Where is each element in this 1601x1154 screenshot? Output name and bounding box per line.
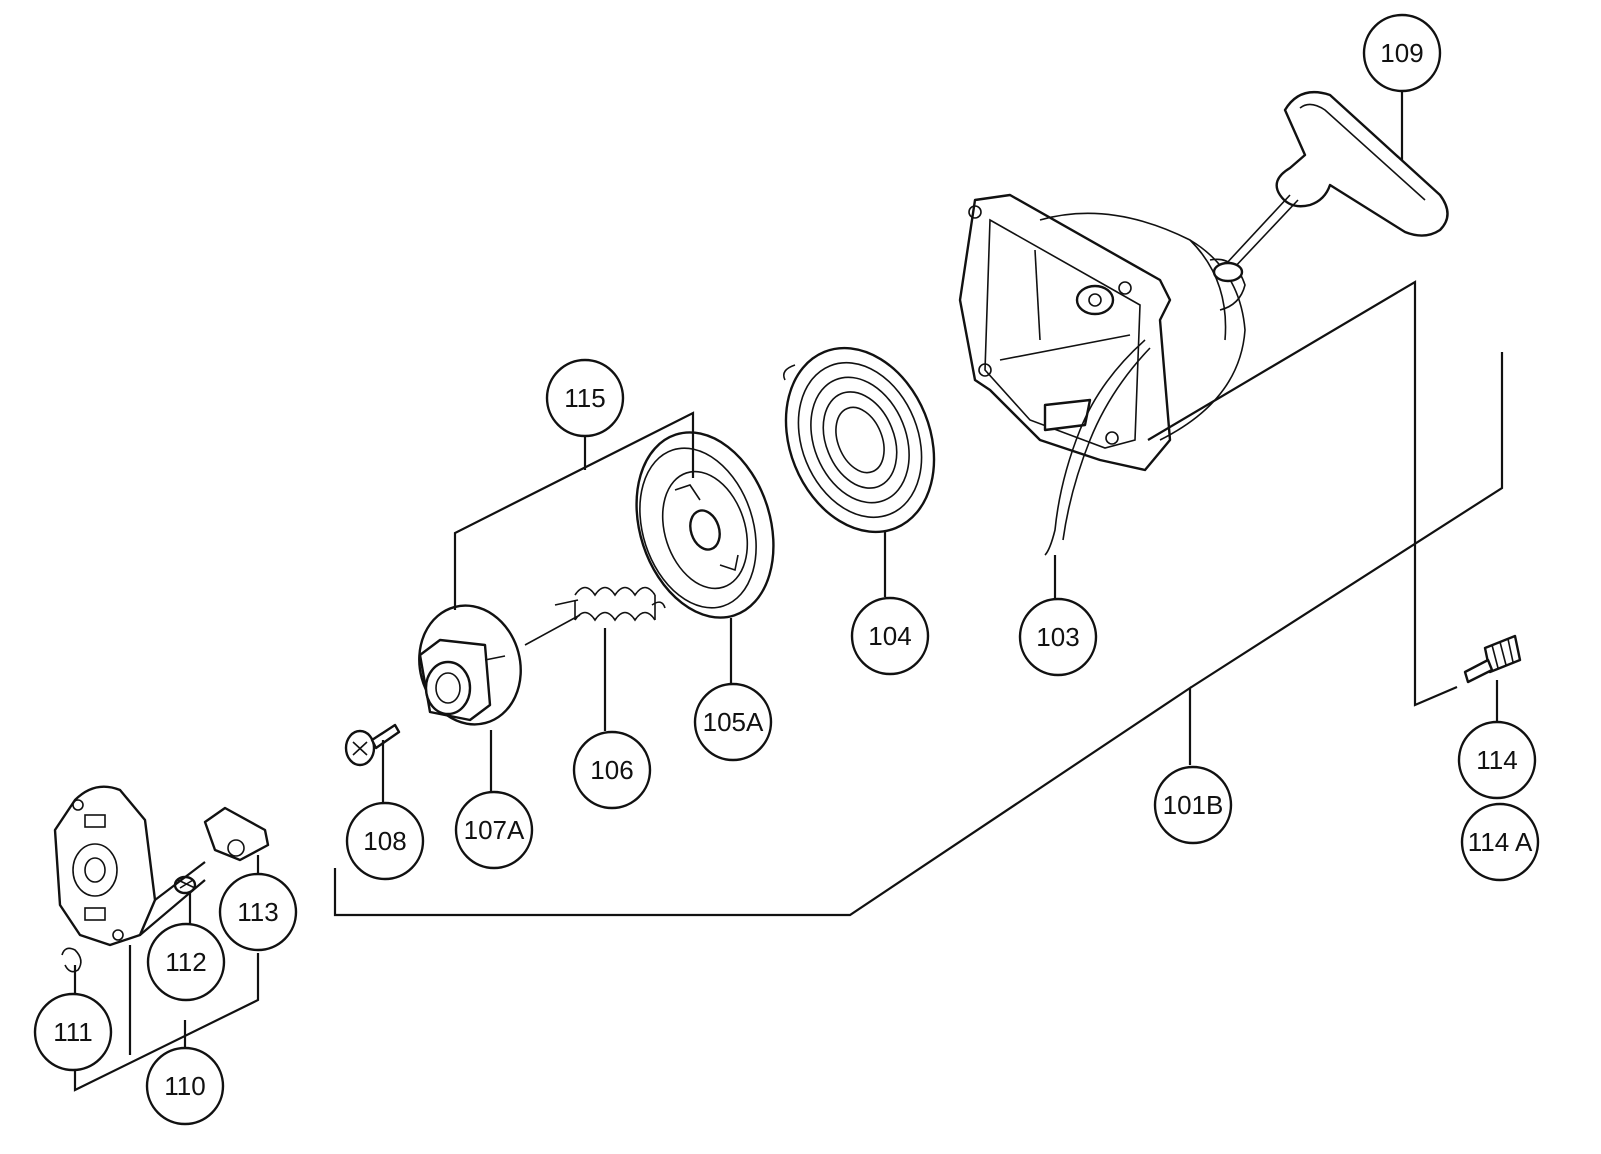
- callout-113-label: 113: [237, 897, 278, 927]
- callout-112-label: 112: [165, 947, 206, 977]
- callout-108: 108: [345, 801, 425, 881]
- rope-pulley-part: [635, 431, 775, 619]
- callout-103-label: 103: [1036, 622, 1079, 652]
- callout-111-label: 111: [53, 1017, 93, 1047]
- callout-104: 104: [850, 596, 930, 676]
- callout-105a: 105A: [693, 682, 773, 762]
- recoil-spring-part: [782, 346, 936, 534]
- callout-104-label: 104: [868, 621, 911, 651]
- pawl-bracket-part: [53, 785, 157, 947]
- ratchet-part: [418, 604, 522, 726]
- callout-111: 111: [33, 992, 113, 1072]
- callout-109-label: 109: [1380, 38, 1423, 68]
- callout-115: 115: [545, 358, 625, 438]
- callout-110-label: 110: [164, 1071, 205, 1101]
- callout-107a-label: 107A: [464, 815, 525, 845]
- callout-112: 112: [146, 922, 226, 1002]
- leader-lines: [73, 90, 1504, 1092]
- callout-106: 106: [572, 730, 652, 810]
- callout-114: 114: [1457, 720, 1537, 800]
- callout-108-label: 108: [363, 826, 406, 856]
- callout-110: 110: [145, 1046, 225, 1126]
- callout-114a-label: 114 A: [1468, 827, 1533, 857]
- callout-109: 109: [1362, 13, 1442, 93]
- callout-106-label: 106: [590, 755, 633, 785]
- callout-105a-label: 105A: [703, 707, 764, 737]
- callout-107a: 107A: [454, 790, 534, 870]
- callout-115-label: 115: [564, 383, 605, 413]
- callout-114a: 114 A: [1460, 802, 1540, 882]
- ratchet-spring-part: [524, 586, 666, 646]
- callout-101b: 101B: [1153, 765, 1233, 845]
- callout-101b-label: 101B: [1163, 790, 1224, 820]
- retaining-clip-part: [61, 947, 82, 973]
- callout-113: 113: [218, 872, 298, 952]
- callout-103: 103: [1018, 597, 1098, 677]
- starter-handle-part: [1212, 90, 1449, 283]
- screw-part: [344, 723, 401, 767]
- callout-114-label: 114: [1476, 745, 1517, 775]
- pawl-part: [203, 806, 270, 862]
- starter-housing-part: [958, 193, 1246, 556]
- bolt-part: [1463, 634, 1522, 684]
